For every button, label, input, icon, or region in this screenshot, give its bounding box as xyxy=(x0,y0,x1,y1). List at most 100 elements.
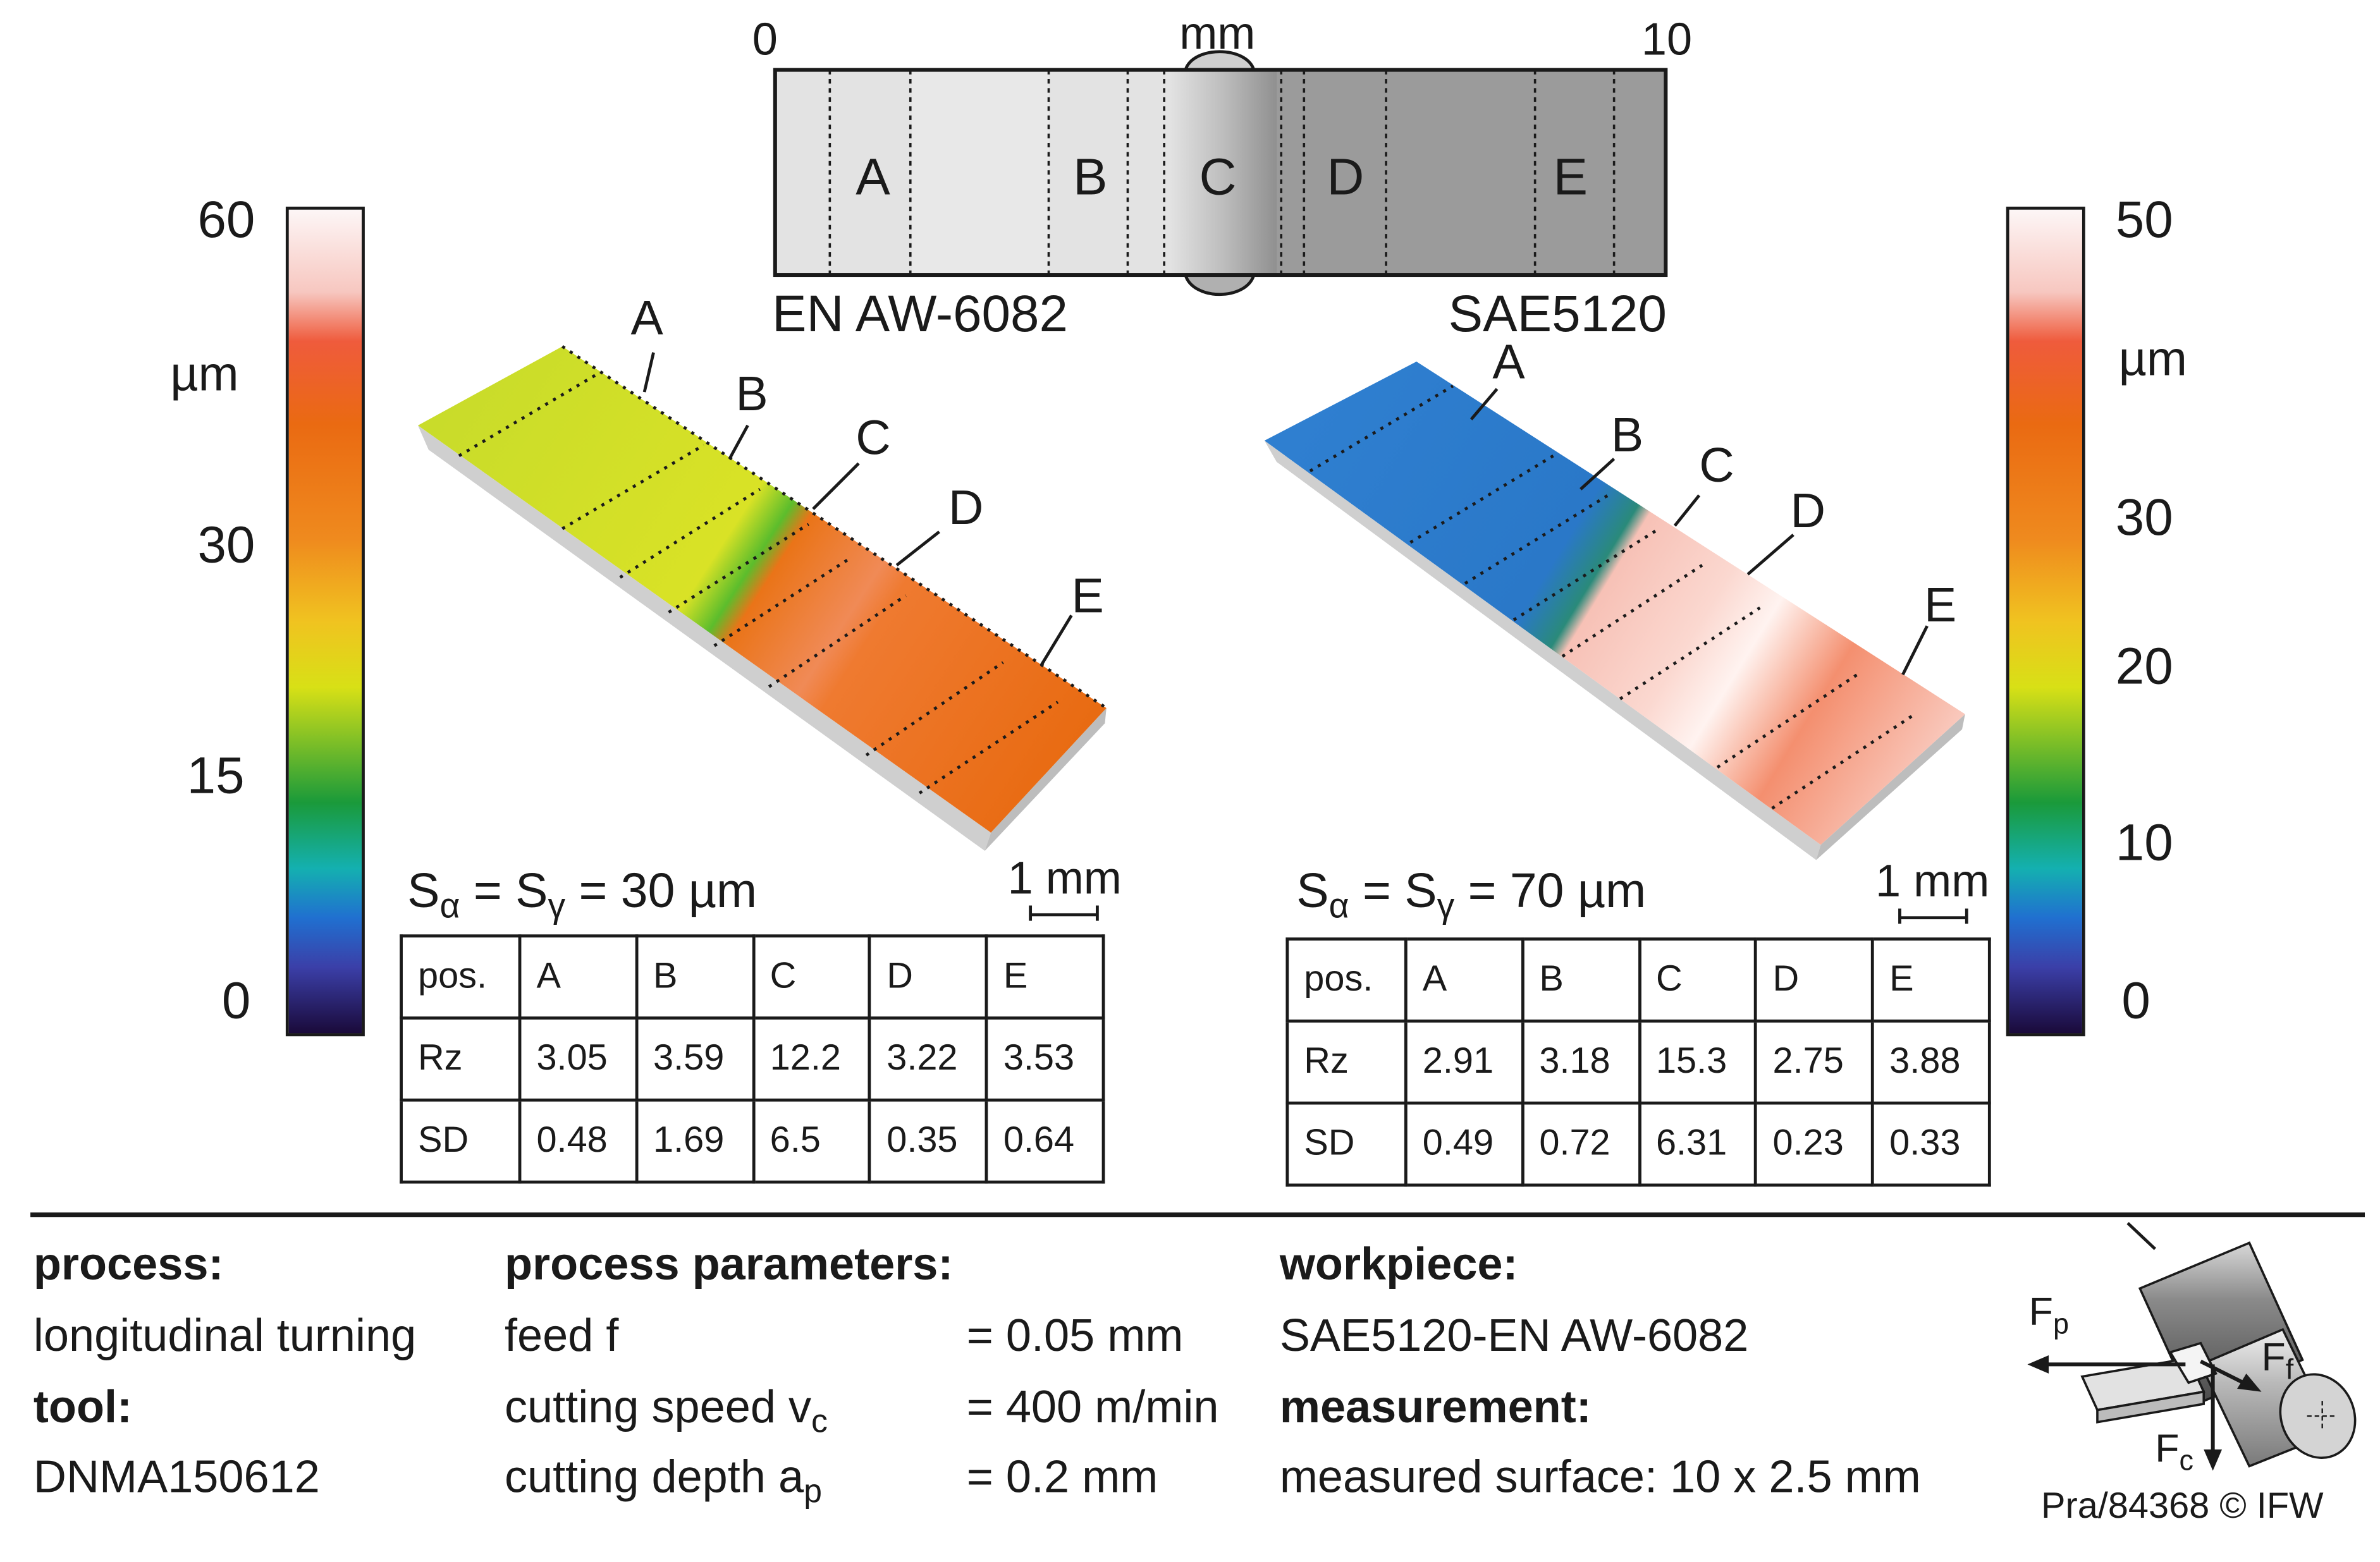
left-map-label-e: E xyxy=(1071,568,1104,623)
right-map-label-c: C xyxy=(1699,437,1734,492)
table-header-cell: C xyxy=(1638,937,1758,1023)
left-map-front xyxy=(985,708,1107,851)
left-map-label-d: D xyxy=(948,480,984,535)
table-row: SD 0.49 0.72 6.31 0.23 0.33 xyxy=(1285,1101,1991,1187)
table-header-cell: D xyxy=(868,934,988,1020)
table-cell: 3.59 xyxy=(635,1016,755,1102)
aluminium-zone-b-band xyxy=(912,70,1049,276)
params-heading: process parameters: xyxy=(504,1240,954,1290)
specimen-schematic xyxy=(773,50,1668,296)
right-colorbar-tick-50: 50 xyxy=(2115,191,2173,250)
workpiece-value: SAE5120-EN AW-6082 xyxy=(1279,1311,1749,1362)
table-header-cell: B xyxy=(1521,937,1641,1023)
table-header-cell: pos. xyxy=(1285,937,1408,1023)
right-colorbar-tick-0: 0 xyxy=(2121,972,2150,1030)
steel-section xyxy=(1215,70,1666,276)
param-speed-name: cutting speed vc xyxy=(504,1382,828,1440)
scale-unit-label: mm xyxy=(1179,9,1256,59)
table-header-row: pos. A B C D E xyxy=(1285,937,1991,1023)
specimen-zone-c: C xyxy=(1199,149,1237,207)
force-label-fc: Fc xyxy=(2155,1425,2193,1477)
table-header-cell: A xyxy=(518,934,639,1020)
table-cell: 3.22 xyxy=(868,1016,988,1102)
table-cell: 15.3 xyxy=(1638,1019,1758,1105)
right-map-leader-lines xyxy=(1469,387,1929,676)
measurement-heading: measurement: xyxy=(1279,1382,1592,1433)
left-map-label-b: B xyxy=(735,366,768,421)
table-cell: 0.64 xyxy=(985,1098,1105,1184)
right-scale-label: 1 mm xyxy=(1875,857,1990,907)
table-cell: 12.2 xyxy=(751,1016,872,1102)
process-heading: process: xyxy=(33,1240,224,1290)
table-cell: 0.33 xyxy=(1871,1101,1991,1187)
right-map-label-b: B xyxy=(1610,407,1644,462)
table-cell: SD xyxy=(1285,1101,1408,1187)
right-colorbar-unit: µm xyxy=(2118,331,2188,386)
scale-start-label: 0 xyxy=(752,15,778,66)
table-cell: 6.5 xyxy=(751,1098,872,1184)
table-cell: Rz xyxy=(400,1016,522,1102)
right-colorbar-tick-10: 10 xyxy=(2115,814,2173,872)
right-roughness-table: pos. A B C D E Rz 2.91 3.18 15.3 2.75 3.… xyxy=(1285,937,1991,1187)
material-left-label: EN AW-6082 xyxy=(772,285,1068,344)
right-scale-bar xyxy=(1898,908,1968,924)
left-scale-bar xyxy=(1029,905,1099,921)
measurement-value: measured surface: 10 x 2.5 mm xyxy=(1279,1452,1921,1503)
table-cell: 0.48 xyxy=(518,1098,639,1184)
right-map-side xyxy=(1264,441,1821,860)
left-map-label-a: A xyxy=(630,290,663,345)
table-cell: SD xyxy=(400,1098,522,1184)
workpiece-heading: workpiece: xyxy=(1279,1240,1518,1290)
left-map-label-c: C xyxy=(856,410,891,465)
right-map-front xyxy=(1816,714,1965,860)
specimen-zone-e: E xyxy=(1553,149,1588,207)
table-cell: 0.72 xyxy=(1521,1101,1641,1187)
table-cell: 3.05 xyxy=(518,1016,639,1102)
table-row: SD 0.48 1.69 6.5 0.35 0.64 xyxy=(400,1098,1105,1184)
left-colorbar-unit: µm xyxy=(170,346,239,401)
table-header-cell: pos. xyxy=(400,934,522,1020)
left-map-leader-lines xyxy=(642,352,1073,667)
table-cell: 1.69 xyxy=(635,1098,755,1184)
left-colorbar-tick-30: 30 xyxy=(197,516,255,575)
table-cell: 3.53 xyxy=(985,1016,1105,1102)
table-cell: 0.23 xyxy=(1754,1101,1875,1187)
material-right-label: SAE5120 xyxy=(1448,285,1667,344)
param-depth-name: cutting depth ap xyxy=(504,1452,822,1510)
specimen-zone-a: A xyxy=(856,149,890,207)
weld-bulge-top xyxy=(1184,50,1256,71)
table-row: Rz 2.91 3.18 15.3 2.75 3.88 xyxy=(1285,1019,1991,1105)
section-divider xyxy=(30,1212,2365,1217)
table-header-cell: E xyxy=(985,934,1105,1020)
right-map-label-a: A xyxy=(1492,334,1525,389)
table-header-cell: E xyxy=(1871,937,1991,1023)
table-header-cell: B xyxy=(635,934,755,1020)
left-roughness-table: pos. A B C D E Rz 3.05 3.59 12.2 3.22 3.… xyxy=(400,934,1105,1184)
table-header-row: pos. A B C D E xyxy=(400,934,1105,1020)
right-colorbar-tick-30: 30 xyxy=(2115,489,2173,547)
table-header-cell: D xyxy=(1754,937,1875,1023)
force-label-ff: Ff xyxy=(2261,1334,2294,1386)
table-cell: 2.75 xyxy=(1754,1019,1875,1105)
left-map-zone-lines xyxy=(458,345,1108,795)
turning-process-icon xyxy=(2027,1222,2357,1471)
left-map-side xyxy=(417,425,991,851)
param-feed-name: feed f xyxy=(504,1311,619,1362)
param-speed-value: = 400 m/min xyxy=(966,1382,1219,1433)
right-spacing-label: Sα = Sγ = 70 µm xyxy=(1296,863,1647,925)
table-cell: 6.31 xyxy=(1638,1101,1758,1187)
left-colorbar-tick-60: 60 xyxy=(197,191,255,250)
param-depth-value: = 0.2 mm xyxy=(966,1452,1158,1503)
table-row: Rz 3.05 3.59 12.2 3.22 3.53 xyxy=(400,1016,1105,1102)
scale-end-label: 10 xyxy=(1641,15,1693,66)
right-colorbar xyxy=(2006,206,2085,1037)
left-map-surface xyxy=(417,346,1107,833)
force-label-fp: Fp xyxy=(2028,1288,2070,1340)
right-map-label-d: D xyxy=(1790,483,1825,538)
param-feed-value: = 0.05 mm xyxy=(966,1311,1184,1362)
specimen-zone-b: B xyxy=(1072,149,1108,207)
specimen-outline xyxy=(773,68,1668,278)
zone-dividers xyxy=(828,70,1616,276)
tool-heading: tool: xyxy=(33,1382,133,1433)
